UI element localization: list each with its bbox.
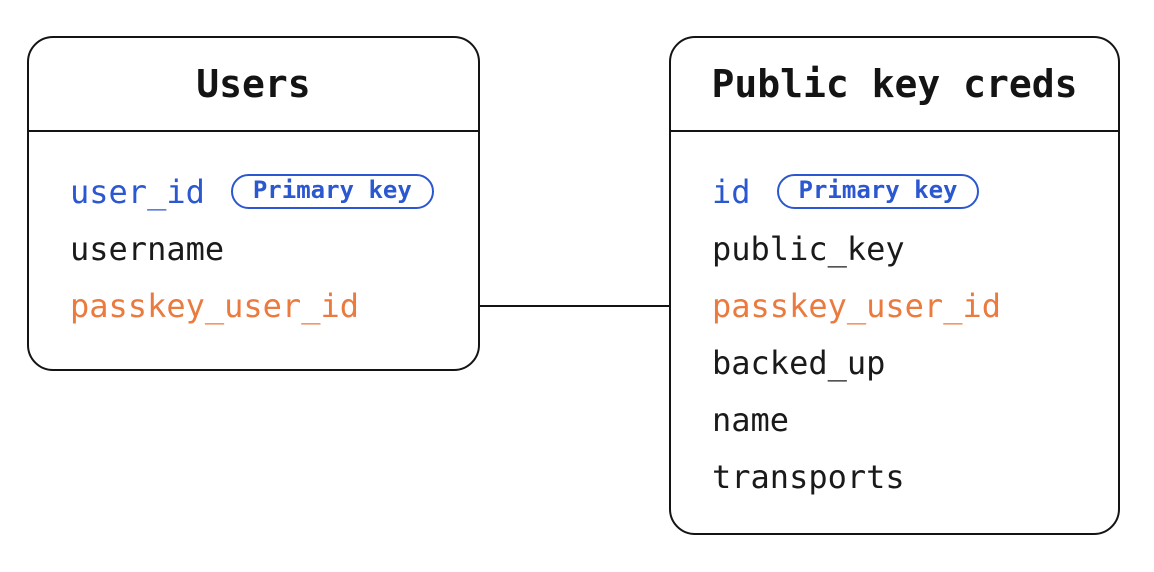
field-row-transports: transports bbox=[712, 448, 1118, 505]
field-row-username: username bbox=[70, 220, 478, 277]
entity-public-key-creds: Public key creds id Primary key public_k… bbox=[669, 36, 1120, 535]
field-row-name: name bbox=[712, 391, 1118, 448]
relationship-line bbox=[479, 305, 671, 307]
field-label-passkey-user-id: passkey_user_id bbox=[712, 286, 1001, 325]
field-label-transports: transports bbox=[712, 457, 905, 496]
field-label-name: name bbox=[712, 400, 790, 439]
field-row-id: id Primary key bbox=[712, 163, 1118, 220]
primary-key-badge: Primary key bbox=[776, 174, 980, 209]
field-label-passkey-user-id: passkey_user_id bbox=[70, 286, 359, 325]
entity-users-title: Users bbox=[29, 38, 478, 132]
field-row-user-id: user_id Primary key bbox=[70, 163, 478, 220]
field-label-id: id bbox=[712, 172, 751, 211]
entity-public-key-creds-fields: id Primary key public_key passkey_user_i… bbox=[671, 132, 1118, 505]
field-label-username: username bbox=[70, 229, 225, 268]
primary-key-badge: Primary key bbox=[230, 174, 434, 209]
field-row-passkey-user-id: passkey_user_id bbox=[712, 277, 1118, 334]
entity-users: Users user_id Primary key username passk… bbox=[27, 36, 480, 371]
field-row-backed-up: backed_up bbox=[712, 334, 1118, 391]
field-row-public-key: public_key bbox=[712, 220, 1118, 277]
entity-users-fields: user_id Primary key username passkey_use… bbox=[29, 132, 478, 334]
entity-public-key-creds-title: Public key creds bbox=[671, 38, 1118, 132]
field-label-backed-up: backed_up bbox=[712, 343, 886, 382]
field-label-user-id: user_id bbox=[70, 172, 205, 211]
field-label-public-key: public_key bbox=[712, 229, 905, 268]
field-row-passkey-user-id: passkey_user_id bbox=[70, 277, 478, 334]
